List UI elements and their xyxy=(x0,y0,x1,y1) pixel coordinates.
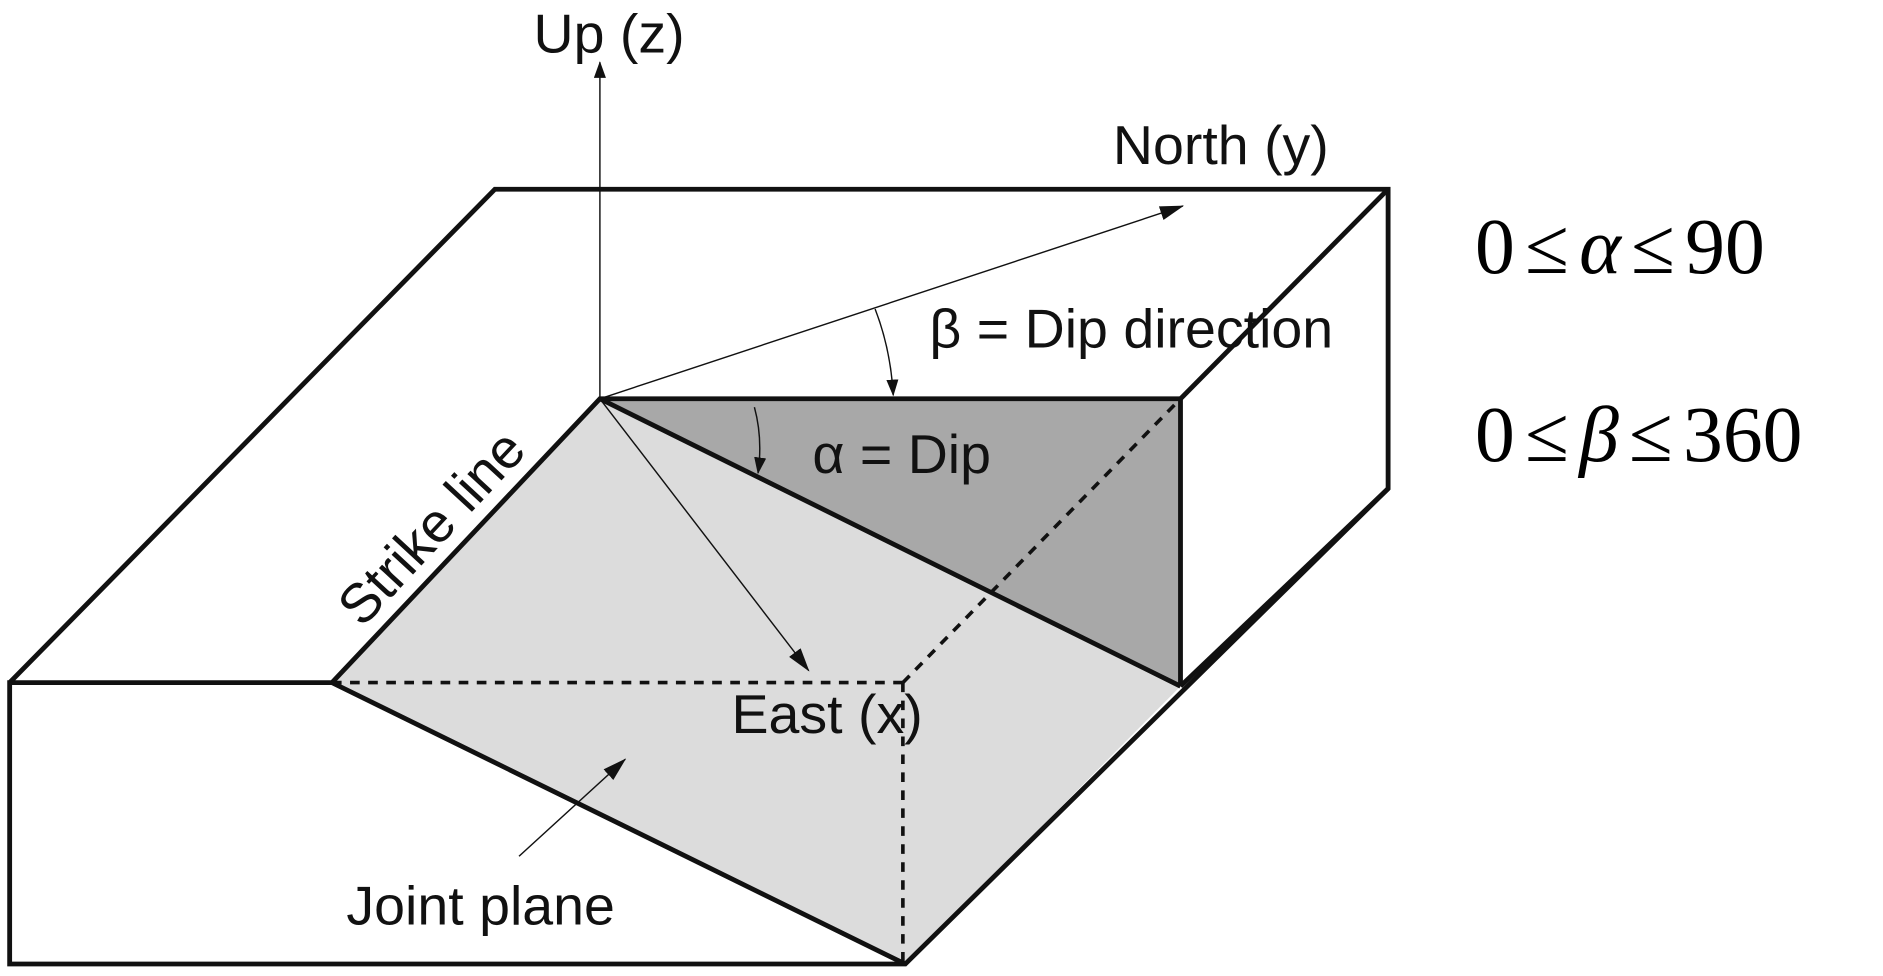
dip-arc xyxy=(753,406,767,475)
dip-direction-label: β = Dip direction xyxy=(929,297,1333,359)
joint-plane-pointer-arrow xyxy=(518,758,627,857)
beta-constraint: 0 ≤ β ≤ 360 xyxy=(1475,391,1803,479)
up-axis-label: Up (z) xyxy=(534,3,685,65)
north-axis-label: North (y) xyxy=(1113,114,1329,176)
hidden-edges xyxy=(331,397,1182,965)
block-outline xyxy=(7,186,1391,967)
east-axis-label: East (x) xyxy=(731,683,922,745)
dip-label: α = Dip xyxy=(812,423,991,485)
dip-direction-arc xyxy=(874,308,899,397)
joint-plane-label: Joint plane xyxy=(346,875,615,937)
east-axis-arrow xyxy=(599,398,810,672)
alpha-constraint: 0 ≤ α ≤ 90 xyxy=(1475,203,1765,291)
north-axis-arrow xyxy=(599,205,1185,400)
